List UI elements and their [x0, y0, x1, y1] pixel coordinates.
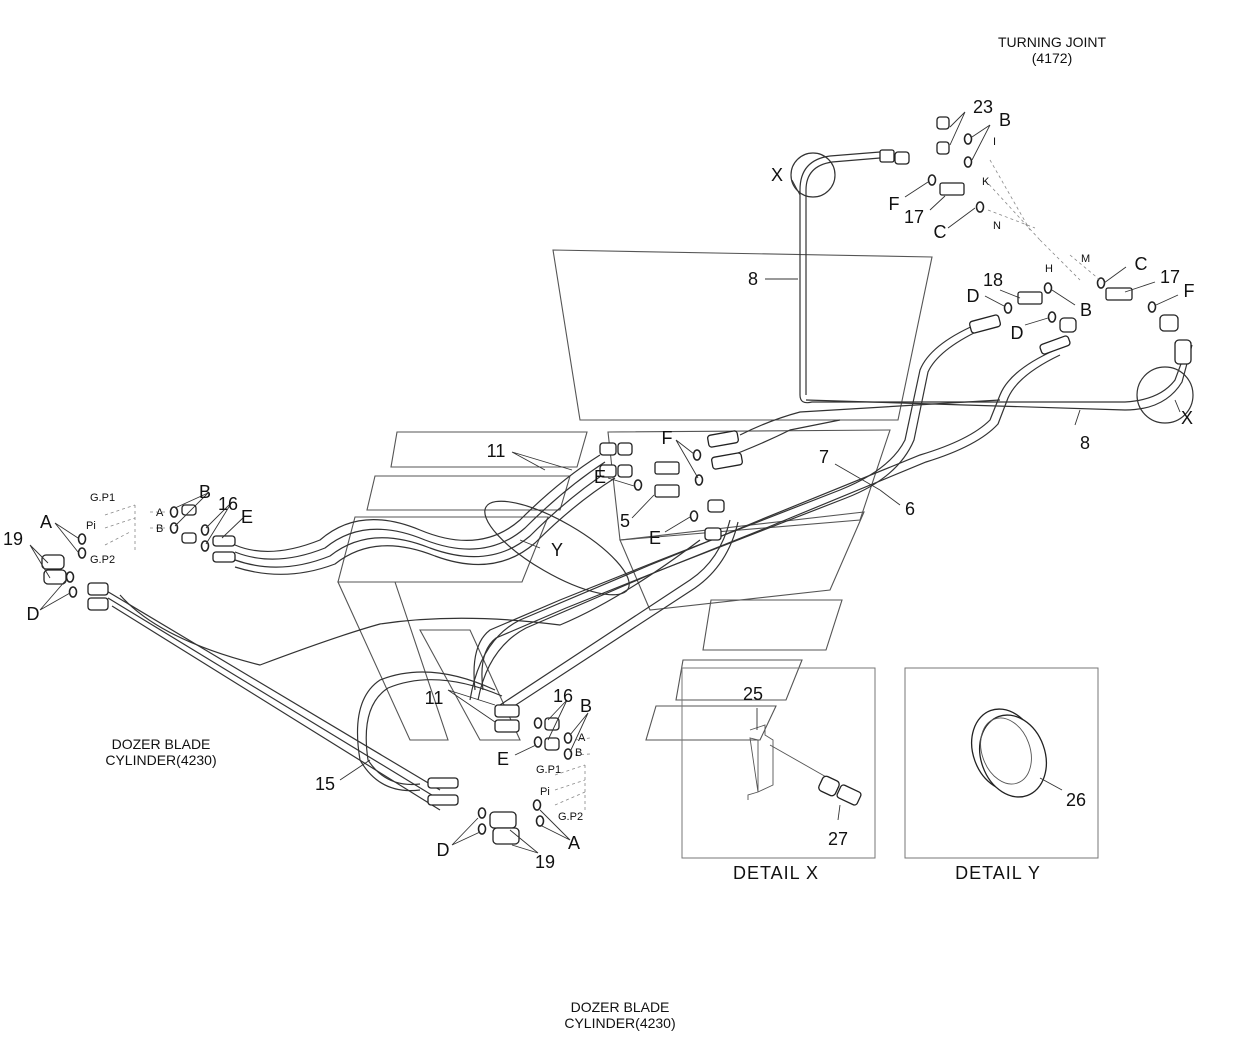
watermark	[337, 249, 933, 741]
callout-c: C	[934, 222, 947, 242]
o-rings	[65, 133, 1157, 835]
detail-x-caption: DETAIL X	[733, 863, 819, 883]
leader-lines	[29, 111, 1181, 854]
port-b-bottom: B	[575, 747, 582, 759]
callout-15: 15	[315, 774, 335, 794]
port-a-bottom: A	[578, 732, 586, 744]
callout-16-bottom: 16	[553, 686, 573, 706]
callout-16-left: 16	[218, 494, 238, 514]
callout-18: 18	[983, 270, 1003, 290]
dozer-blade-left-line2: CYLINDER(4230)	[105, 752, 216, 768]
callout-a-bottom: A	[568, 833, 580, 853]
dozer-blade-bottom-line1: DOZER BLADE	[571, 999, 670, 1015]
callout-11-top: 11	[487, 441, 506, 461]
detail-y-caption: DETAIL Y	[955, 863, 1041, 883]
callout-b-bottom: B	[580, 696, 592, 716]
callout-f-right: F	[1184, 281, 1195, 301]
callout-17: 17	[904, 207, 924, 227]
callout-27: 27	[828, 829, 848, 849]
port-n: N	[993, 220, 1001, 232]
port-i: I	[993, 136, 996, 148]
callout-11-bottom: 11	[425, 688, 444, 708]
detail-x-circle-right	[1136, 366, 1194, 424]
dozer-blade-left-line1: DOZER BLADE	[112, 736, 211, 752]
detail-x-box	[681, 667, 876, 859]
captions: DOZER BLADE CYLINDER(4230) DOZER BLADE C…	[105, 736, 1041, 1031]
detail-markers	[484, 152, 1194, 596]
callout-f: F	[889, 194, 900, 214]
dozer-blade-bottom-line2: CYLINDER(4230)	[564, 1015, 675, 1031]
callout-19-left: 19	[3, 529, 23, 549]
port-gp2-bottom: G.P2	[558, 811, 583, 823]
callout-x-top: X	[771, 165, 783, 185]
callout-a-left: A	[40, 512, 52, 532]
port-h: H	[1045, 263, 1053, 275]
callout-6: 6	[905, 499, 915, 519]
callout-26: 26	[1066, 790, 1086, 810]
callout-8: 8	[748, 269, 758, 289]
callout-5: 5	[620, 511, 630, 531]
port-b-left: B	[156, 523, 163, 535]
port-k: K	[982, 176, 990, 188]
svg-text:TURNING JOINT: TURNING JOINT	[998, 34, 1107, 50]
detail-y-ellipse	[484, 500, 630, 596]
port-gp1-left: G.P1	[90, 492, 115, 504]
callout-25: 25	[743, 684, 763, 704]
callout-d-left: D	[27, 604, 40, 624]
callout-y: Y	[551, 540, 563, 560]
callout-b-left: B	[199, 482, 211, 502]
detail-y-box	[904, 667, 1099, 859]
port-links	[104, 159, 1101, 810]
callout-e-lower: E	[649, 528, 661, 548]
pipe-lines	[104, 151, 1193, 811]
callout-d: D	[967, 286, 980, 306]
callout-e-left: E	[241, 507, 253, 527]
fittings	[41, 116, 1192, 845]
callout-b-right: B	[1080, 300, 1092, 320]
port-a-left: A	[156, 507, 164, 519]
callout-b: B	[999, 110, 1011, 130]
callout-17-right: 17	[1160, 267, 1180, 287]
detail-x-circle-top	[790, 152, 836, 198]
callout-8-right: 8	[1080, 433, 1090, 453]
callout-d-bottom: D	[437, 840, 450, 860]
port-pi-left: Pi	[86, 520, 96, 532]
port-labels: I K N M H G.P1 Pi G.P2 A B G.P1 Pi G.P2 …	[86, 136, 1090, 823]
callout-e-bottom: E	[497, 749, 509, 769]
callouts: 23 B X F 17 C 8 C 17 F 18 D B D X 8 11 F…	[3, 97, 1195, 872]
port-m: M	[1081, 253, 1090, 265]
port-gp1-bottom: G.P1	[536, 764, 561, 776]
callout-d-lower: D	[1011, 323, 1024, 343]
callout-19-bottom: 19	[535, 852, 555, 872]
callout-e-mid: E	[594, 467, 606, 487]
port-pi-bottom: Pi	[540, 786, 550, 798]
callout-7: 7	[819, 447, 829, 467]
callout-23: 23	[973, 97, 993, 117]
svg-text:(4172): (4172)	[1032, 50, 1072, 66]
callout-c-right: C	[1135, 254, 1148, 274]
turning-joint-title: TURNING JOINT (4172)	[998, 34, 1107, 66]
port-gp2-left: G.P2	[90, 554, 115, 566]
callout-x-right: X	[1181, 408, 1193, 428]
callout-f-mid: F	[662, 428, 673, 448]
